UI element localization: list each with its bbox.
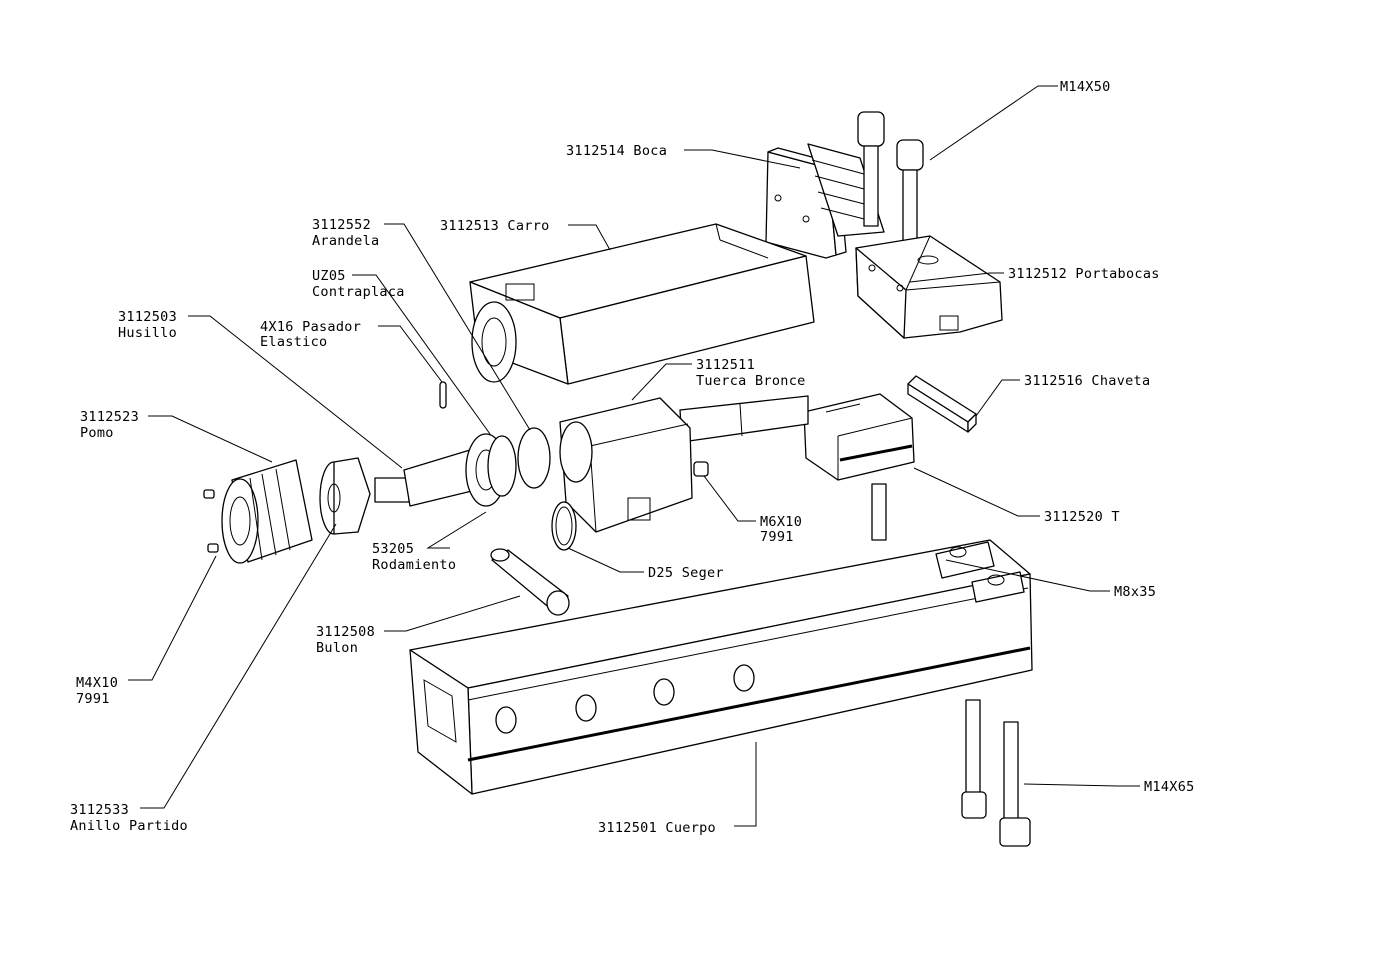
label-pomo-name: Pomo [80,425,114,441]
leader-lines [128,85,1140,827]
label-contraplaca-name: Contraplaca [312,284,405,300]
label-m4x10-line1: M4X10 [76,675,118,691]
part-anillo-partido [319,457,371,535]
label-arandela-name: Arandela [312,233,379,249]
label-tuerca-code: 3112511 [696,357,755,373]
part-bulon [490,548,570,616]
label-anillo-code: 3112533 [70,802,129,818]
part-rodamiento [465,433,517,507]
part-pomo [221,459,313,564]
part-tuerca-bronce [559,397,693,533]
label-arandela-code: 3112552 [312,217,371,233]
part-arandela [517,427,551,489]
part-cuerpo [409,539,1033,795]
label-anillo-name: Anillo Partido [70,818,188,834]
label-husillo-name: Husillo [118,325,177,341]
label-rodamiento-name: Rodamiento [372,557,456,573]
label-m14x65: M14X65 [1144,779,1195,795]
part-m14x65-screws [961,699,1031,847]
part-m4x10-screws [203,489,219,553]
label-tuerca-name: Tuerca Bronce [696,373,806,389]
label-seger: D25 Seger [648,565,724,581]
part-carro [469,223,815,385]
label-m6x10-line1: M6X10 [760,514,802,530]
part-t [803,393,915,481]
label-rodamiento-code: 53205 [372,541,414,557]
label-pomo-code: 3112523 [80,409,139,425]
part-portabocas [855,235,1003,339]
part-m14x50-screws [857,111,924,249]
label-cuerpo: 3112501 Cuerpo [598,820,716,836]
part-seger [551,501,577,551]
label-bulon-name: Bulon [316,640,358,656]
part-pasador [439,381,447,409]
label-t: 3112520 T [1044,509,1120,525]
label-chaveta: 3112516 Chaveta [1024,373,1150,389]
callout-labels: M14X50 3112514 Boca 3112513 Carro 311255… [70,79,1195,836]
label-m8x35: M8x35 [1114,584,1156,600]
part-husillo [374,395,809,507]
part-chaveta [907,375,977,433]
label-m4x10-line2: 7991 [76,691,110,707]
label-bulon-code: 3112508 [316,624,375,640]
label-carro: 3112513 Carro [440,218,550,234]
part-m6x10 [693,461,709,477]
label-pasador-line1: 4X16 Pasador [260,319,361,335]
label-portabocas: 3112512 Portabocas [1008,266,1160,282]
label-pasador-line2: Elastico [260,334,327,350]
label-m6x10-line2: 7991 [760,529,794,545]
label-contraplaca-code: UZ05 [312,268,346,284]
label-boca: 3112514 Boca [566,143,667,159]
part-m8x35-screws [871,483,887,541]
label-m14x50: M14X50 [1060,79,1111,95]
label-husillo-code: 3112503 [118,309,177,325]
